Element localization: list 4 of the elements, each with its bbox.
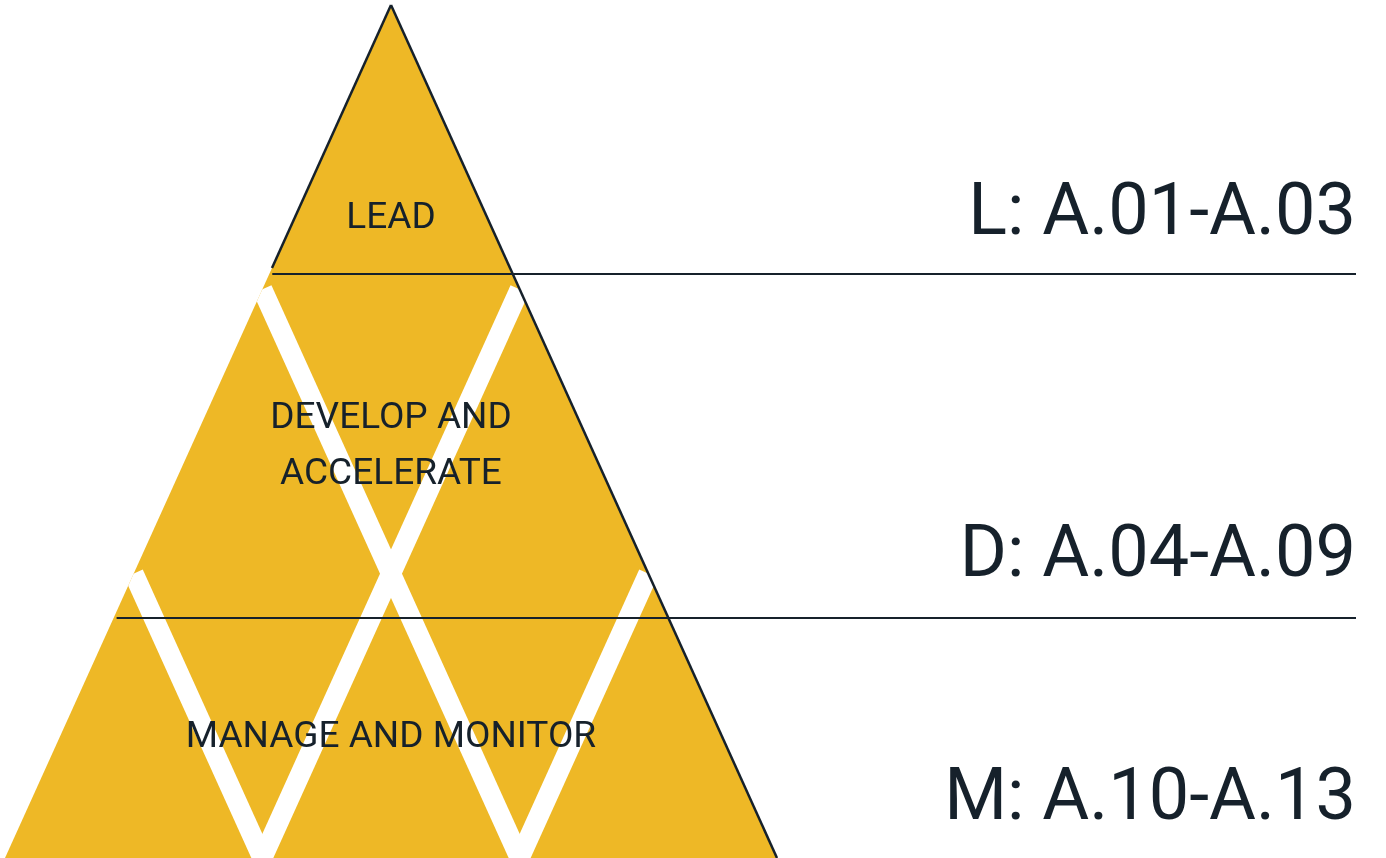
level-code-label: L: A.01-A.03 [968,170,1356,250]
level-label: LEAD [346,194,436,237]
level-code-label: M: A.10-A.13 [944,755,1356,835]
level-code-label: D: A.04-A.09 [959,512,1356,592]
